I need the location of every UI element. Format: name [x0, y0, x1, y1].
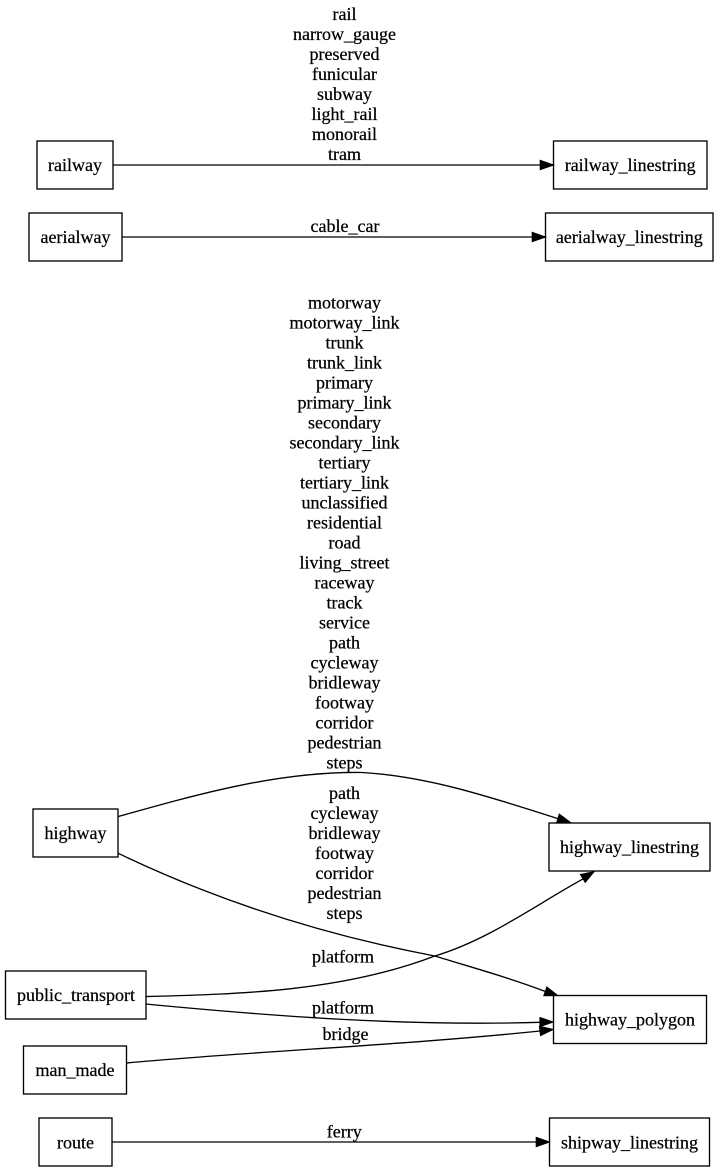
- svg-text:footway: footway: [315, 692, 374, 712]
- svg-text:bridleway: bridleway: [309, 823, 381, 843]
- svg-text:tertiary: tertiary: [319, 452, 371, 472]
- svg-text:living_street: living_street: [300, 552, 390, 572]
- svg-text:platform: platform: [312, 997, 374, 1017]
- svg-text:secondary_link: secondary_link: [290, 432, 400, 452]
- svg-text:track: track: [327, 592, 363, 612]
- svg-text:narrow_gauge: narrow_gauge: [293, 24, 396, 44]
- svg-text:path: path: [329, 783, 360, 803]
- svg-text:aerialway: aerialway: [41, 227, 111, 247]
- svg-text:rail: rail: [333, 4, 357, 24]
- svg-text:tram: tram: [328, 144, 361, 164]
- svg-text:railway_linestring: railway_linestring: [565, 155, 696, 175]
- svg-text:trunk_link: trunk_link: [307, 352, 382, 372]
- svg-text:pedestrian: pedestrian: [308, 732, 382, 752]
- svg-text:trunk: trunk: [326, 332, 364, 352]
- svg-text:highway_polygon: highway_polygon: [565, 1010, 695, 1030]
- svg-text:railway: railway: [48, 155, 102, 175]
- svg-text:footway: footway: [315, 843, 374, 863]
- svg-text:cycleway: cycleway: [311, 652, 379, 672]
- svg-text:bridleway: bridleway: [309, 672, 381, 692]
- svg-text:raceway: raceway: [315, 572, 375, 592]
- svg-text:motorway: motorway: [308, 292, 381, 312]
- svg-text:residential: residential: [307, 512, 382, 532]
- svg-text:primary_link: primary_link: [298, 392, 392, 412]
- svg-text:road: road: [329, 532, 361, 552]
- svg-text:monorail: monorail: [312, 124, 377, 144]
- svg-text:service: service: [319, 612, 370, 632]
- svg-text:motorway_link: motorway_link: [290, 312, 400, 332]
- svg-text:light_rail: light_rail: [312, 104, 378, 124]
- svg-text:corridor: corridor: [316, 712, 374, 732]
- svg-text:cable_car: cable_car: [311, 216, 380, 236]
- svg-text:ferry: ferry: [327, 1121, 362, 1141]
- svg-text:steps: steps: [327, 752, 363, 772]
- svg-text:corridor: corridor: [316, 863, 374, 883]
- svg-text:secondary: secondary: [308, 412, 381, 432]
- svg-text:path: path: [329, 632, 360, 652]
- svg-text:bridge: bridge: [323, 1024, 369, 1044]
- svg-text:funicular: funicular: [312, 64, 377, 84]
- svg-text:pedestrian: pedestrian: [308, 883, 382, 903]
- svg-text:subway: subway: [317, 84, 372, 104]
- svg-text:platform: platform: [312, 946, 374, 966]
- svg-text:shipway_linestring: shipway_linestring: [561, 1133, 698, 1153]
- svg-text:primary: primary: [316, 372, 373, 392]
- svg-text:preserved: preserved: [310, 44, 380, 64]
- svg-text:man_made: man_made: [36, 1060, 115, 1080]
- svg-text:steps: steps: [327, 903, 363, 923]
- svg-text:tertiary_link: tertiary_link: [300, 472, 389, 492]
- svg-text:cycleway: cycleway: [311, 803, 379, 823]
- svg-text:route: route: [57, 1133, 94, 1153]
- svg-text:highway: highway: [45, 823, 107, 843]
- svg-text:highway_linestring: highway_linestring: [560, 837, 699, 857]
- svg-text:unclassified: unclassified: [302, 492, 388, 512]
- svg-text:aerialway_linestring: aerialway_linestring: [556, 227, 703, 247]
- svg-text:public_transport: public_transport: [17, 985, 135, 1005]
